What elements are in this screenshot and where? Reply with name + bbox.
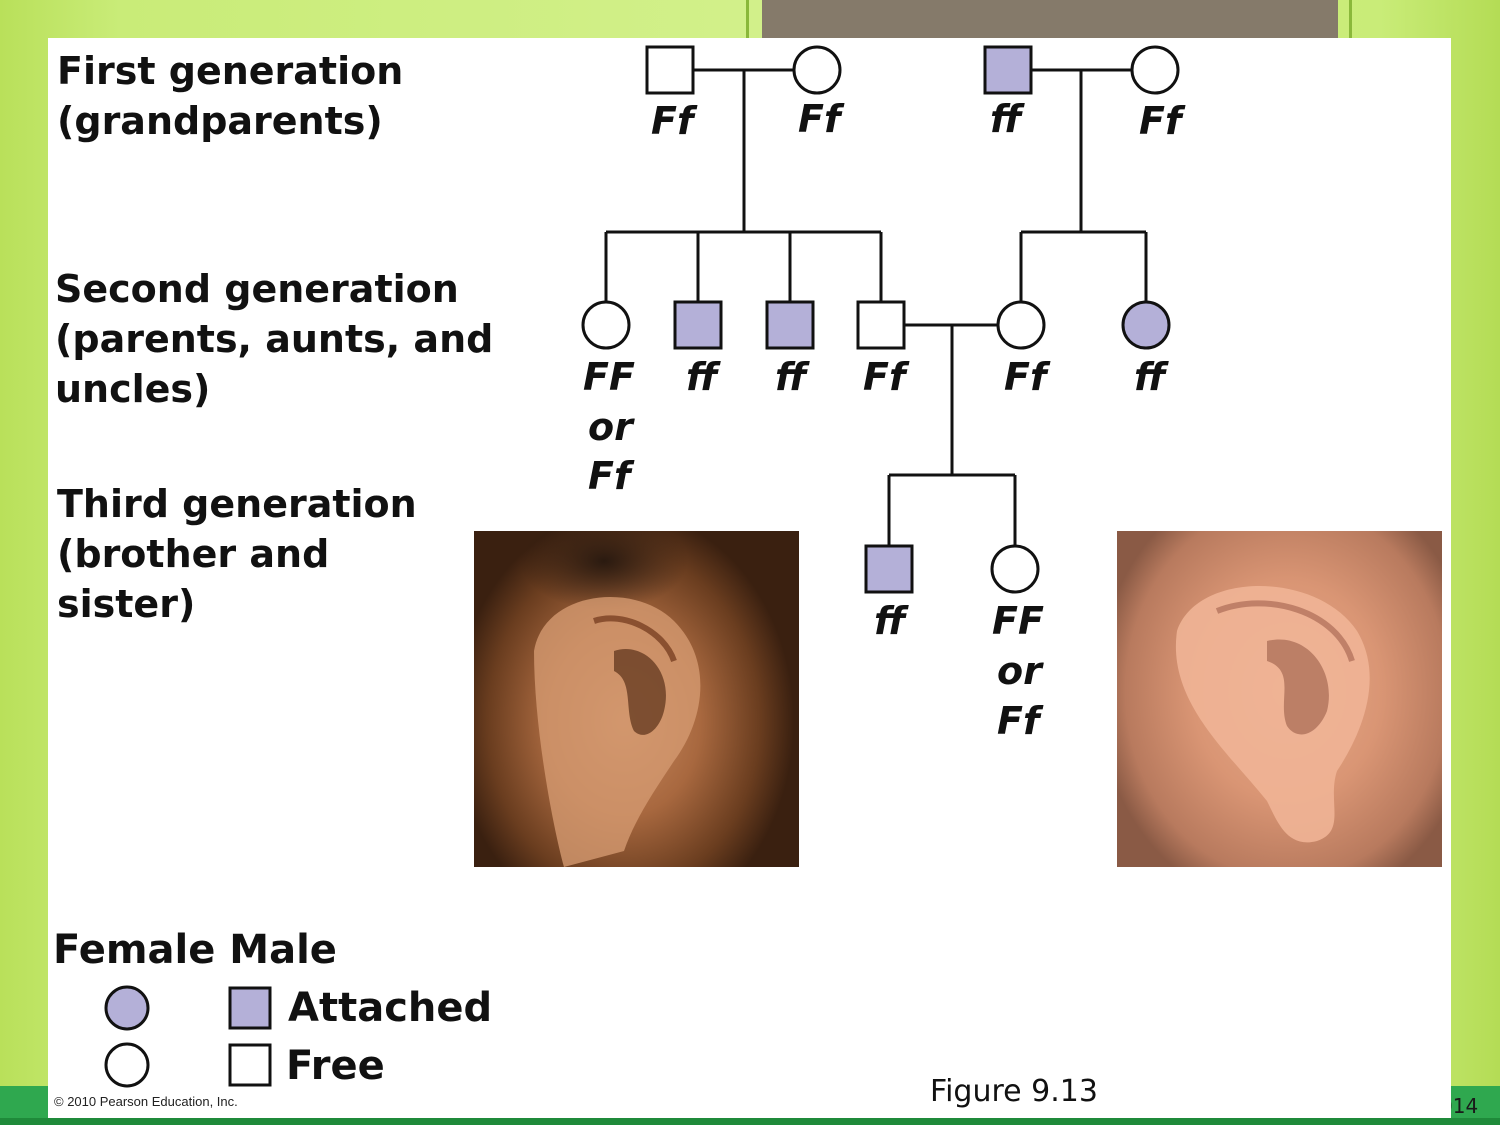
g3-male-affected-symbol — [866, 546, 912, 592]
g2-female-unaffected-symbol-2 — [998, 302, 1044, 348]
g3-female-unaffected-symbol — [992, 546, 1038, 592]
legend-female-attached-symbol — [106, 987, 148, 1029]
legend-female-free-symbol — [106, 1044, 148, 1086]
legend-attached-label: Attached — [288, 984, 492, 1032]
figure-caption: Figure 9.13 — [930, 1074, 1098, 1109]
genotype-g2-female-3: ff — [1134, 352, 1166, 402]
genotype-g1-male-2: ff — [990, 94, 1022, 144]
g2-male-unaffected-symbol — [858, 302, 904, 348]
genotype-g1-female-1: Ff — [798, 94, 841, 144]
g2-female-affected-symbol — [1123, 302, 1169, 348]
genotype-g3-female-1-line1: FF — [992, 596, 1044, 646]
g1-female-unaffected-symbol-2 — [1132, 47, 1178, 93]
g2-male-affected-symbol-2 — [767, 302, 813, 348]
genotype-g2-female-2: Ff — [1004, 352, 1047, 402]
legend-free-label: Free — [286, 1042, 385, 1090]
legend-male-attached-symbol — [230, 988, 270, 1028]
copyright-text: © 2010 Pearson Education, Inc. — [54, 1094, 238, 1109]
genotype-g3-male-1: ff — [874, 596, 906, 646]
genotype-g3-female-1-line2: or — [997, 646, 1042, 696]
genotype-g2-male-1: ff — [686, 352, 718, 402]
genotype-g2-female-1-line3: Ff — [588, 451, 631, 501]
genotype-g2-female-1-line1: FF — [583, 352, 635, 402]
g1-male-affected-symbol — [985, 47, 1031, 93]
g1-female-unaffected-symbol — [794, 47, 840, 93]
g1-male-unaffected-symbol — [647, 47, 693, 93]
genotype-g2-male-2: ff — [775, 352, 807, 402]
legend-header: Female Male — [53, 926, 337, 974]
g2-female-unaffected-symbol — [583, 302, 629, 348]
genotype-g1-female-2: Ff — [1139, 96, 1182, 146]
legend-male-free-symbol — [230, 1045, 270, 1085]
genotype-g1-male-1: Ff — [651, 96, 694, 146]
genotype-g2-male-3: Ff — [863, 352, 906, 402]
genotype-g2-female-1-line2: or — [588, 402, 633, 452]
genotype-g3-female-1-line3: Ff — [997, 696, 1040, 746]
g2-male-affected-symbol — [675, 302, 721, 348]
